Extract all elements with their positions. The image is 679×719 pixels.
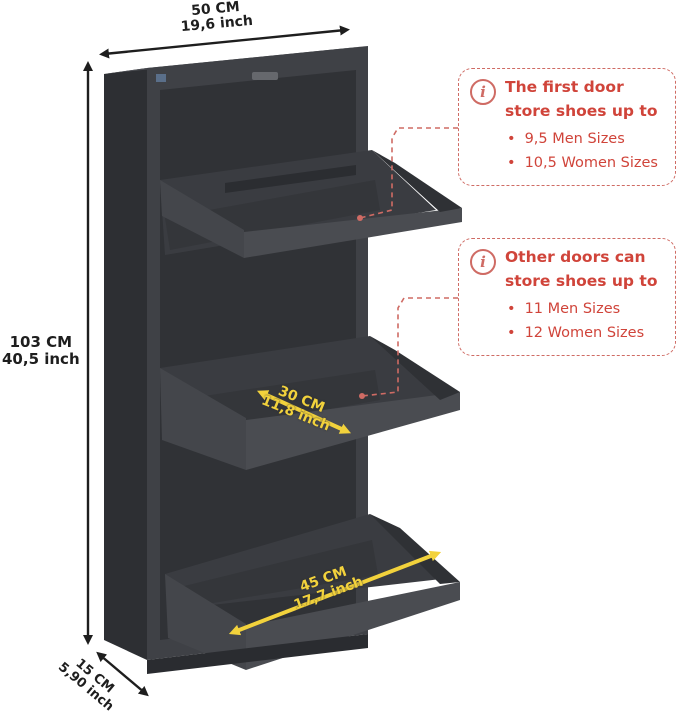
callout-2-leader bbox=[361, 297, 458, 397]
callout-title: The first door store shoes up to bbox=[505, 75, 657, 123]
callout-size-list: 9,5 Men Sizes 10,5 Women Sizes bbox=[507, 127, 658, 175]
callout-title-line-2: store shoes up to bbox=[505, 272, 658, 290]
lock bbox=[252, 72, 278, 80]
list-item: 12 Women Sizes bbox=[507, 321, 645, 345]
depth-dimension-line bbox=[96, 651, 149, 697]
callout-title-line-1: The first door bbox=[505, 78, 624, 96]
callout-title: Other doors can store shoes up to bbox=[505, 245, 657, 293]
shelf-width-line bbox=[228, 550, 442, 636]
list-item: 9,5 Men Sizes bbox=[507, 127, 658, 151]
callout-first-door: i The first door store shoes up to 9,5 M… bbox=[458, 68, 676, 186]
callout-title-line-2: store shoes up to bbox=[505, 102, 658, 120]
cabinet-side-panel bbox=[104, 68, 147, 660]
width-dimension-line bbox=[99, 25, 350, 59]
callout-other-doors: i Other doors can store shoes up to 11 M… bbox=[458, 238, 676, 356]
list-item: 10,5 Women Sizes bbox=[507, 151, 658, 175]
shelf-depth-line bbox=[256, 390, 352, 434]
callout-1-leader bbox=[359, 127, 458, 219]
width-label: 50 CM 19,6 inch bbox=[179, 0, 254, 36]
info-icon: i bbox=[470, 79, 496, 105]
height-inch-text: 40,5 inch bbox=[2, 349, 80, 368]
shelf-top bbox=[160, 150, 462, 258]
height-cm-text: 103 CM bbox=[9, 333, 73, 351]
list-item: 11 Men Sizes bbox=[507, 297, 644, 321]
callout-title-line-1: Other doors can bbox=[505, 248, 646, 266]
callout-size-list: 11 Men Sizes 12 Women Sizes bbox=[507, 297, 645, 345]
shelf-middle bbox=[160, 336, 460, 470]
height-label: 103 CM 40,5 inch bbox=[2, 334, 80, 367]
info-icon: i bbox=[470, 249, 496, 275]
